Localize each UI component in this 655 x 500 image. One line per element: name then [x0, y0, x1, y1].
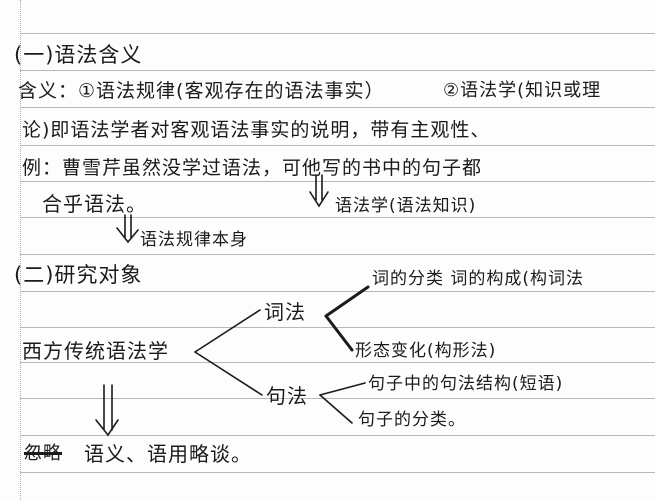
syntax-child-2: 句子的分类。	[358, 410, 466, 430]
section-heading-meaning: (一)语法含义	[14, 43, 143, 67]
ruled-line	[20, 70, 655, 71]
morphology-child-1: 词的分类 词的构成(构词法	[372, 269, 585, 289]
struck-word: 忽略	[24, 443, 62, 464]
ruled-line	[20, 362, 655, 363]
example-line-2: 合乎语法。	[42, 192, 147, 216]
branch-morphology: 词法	[264, 300, 306, 324]
double-arrow-down-icon	[116, 214, 139, 244]
margin-line	[20, 0, 21, 500]
morphology-child-2: 形态变化(构形法)	[355, 341, 497, 361]
ruled-line	[20, 145, 655, 146]
example-line-1: 例：曹雪芹虽然没学过语法，可他写的书中的句子都	[22, 157, 483, 179]
definition-line-1b: ②语法学(知识或理	[443, 80, 602, 101]
ruled-line	[20, 472, 655, 473]
definition-line-1: 含义：①语法规律(客观存在的语法事实）	[18, 80, 385, 102]
ruled-line	[20, 217, 655, 218]
ruled-line	[20, 181, 655, 182]
section-heading-object: (二)研究对象	[14, 263, 143, 287]
ruled-line	[20, 435, 655, 436]
double-arrow-down-icon	[309, 174, 329, 208]
ruled-line	[20, 254, 655, 255]
ruled-line	[20, 107, 655, 108]
arrow-note-grammar-rules: 语法规律本身	[140, 230, 248, 250]
branch-syntax: 句法	[266, 384, 308, 408]
syntax-child-1: 句子中的句法结构(短语)	[368, 374, 564, 394]
ruled-line	[20, 327, 655, 328]
double-arrow-down-icon	[95, 384, 119, 437]
definition-line-2: 论)即语法学者对客观语法事实的说明，带有主观性、	[22, 119, 491, 141]
ruled-line	[20, 33, 655, 34]
ruled-line	[20, 398, 655, 399]
footer-note: 语义、语用略谈。	[84, 442, 252, 466]
ruled-line	[20, 291, 655, 292]
arrow-note-grammar-study: 语法学(语法知识)	[335, 196, 477, 216]
tree-root: 西方传统语法学	[22, 339, 169, 363]
